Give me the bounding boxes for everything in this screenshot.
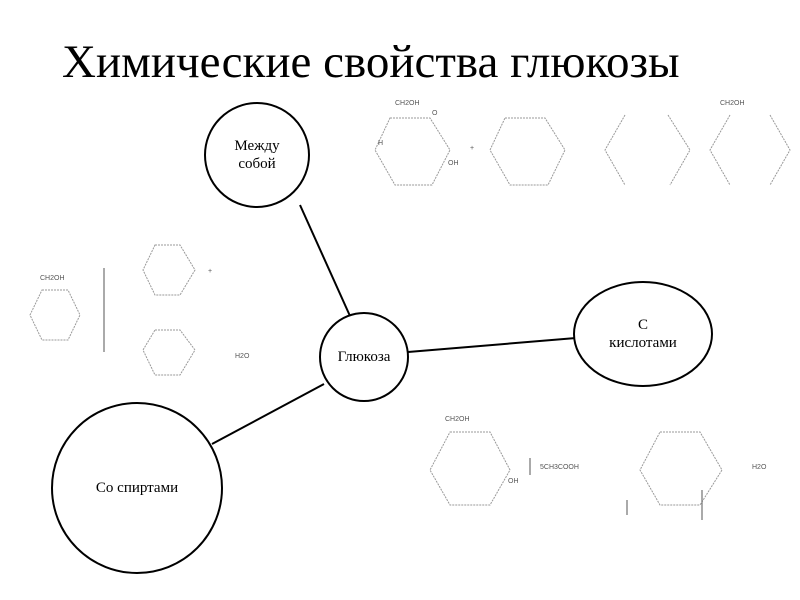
formula-label: 5CH3COOH [540, 464, 579, 471]
node-alcohols-label[interactable]: Со спиртами [96, 479, 178, 497]
disaccharide-icon [769, 114, 791, 186]
formula-label: + [208, 268, 213, 275]
formula-label: OH [508, 478, 519, 485]
node-acids-label[interactable]: С кислотами [609, 316, 677, 352]
node-alcohols-circle[interactable] [51, 402, 223, 574]
disaccharide-icon [709, 114, 731, 186]
formula-label: + [470, 145, 475, 152]
connector-alcohols [211, 383, 325, 445]
formula-label: CH2OH [445, 416, 470, 423]
formula-label: CH2OH [395, 100, 420, 107]
glucose-ring-icon [429, 431, 511, 506]
connector-between [299, 204, 351, 317]
slide-title: Химические свойства глюкозы [62, 36, 680, 88]
glucose-ring-icon [29, 289, 81, 341]
node-label-line: Со спиртами [95, 480, 179, 496]
formula-label: H2O [235, 353, 250, 360]
glucose-ring-icon [374, 117, 451, 186]
node-label-line: Между [234, 138, 280, 154]
node-label-line: собой [238, 156, 276, 172]
glucose-ring-icon [142, 244, 196, 296]
formula-label: CH2OH [40, 275, 65, 282]
formula-label: H [378, 140, 384, 147]
node-label-line: кислотами [609, 335, 677, 351]
formula-label: H2O [752, 464, 767, 471]
node-glucose-label[interactable]: Глюкоза [337, 349, 391, 365]
formula-label: CH2OH [720, 100, 745, 107]
chemical-structures [29, 114, 791, 520]
node-glucose-circle[interactable] [319, 312, 409, 402]
glucose-ring-icon [489, 117, 566, 186]
formula-label: O [432, 110, 438, 117]
node-between-label[interactable]: Между собой [234, 137, 279, 173]
node-label-line: С [637, 317, 648, 333]
node-between-circle[interactable] [204, 102, 310, 208]
glucose-ring-icon [142, 329, 196, 376]
formula-label: OH [448, 160, 459, 167]
disaccharide-icon [667, 114, 691, 186]
node-acids-circle[interactable] [573, 281, 713, 387]
disaccharide-icon [604, 114, 626, 186]
connector-acids [407, 337, 577, 353]
pentaacetate-ring-icon [639, 431, 723, 506]
